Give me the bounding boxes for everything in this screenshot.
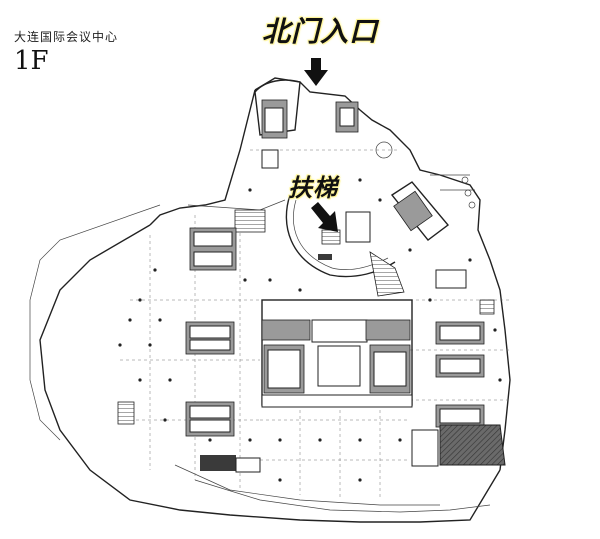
southeast-block [200,424,506,473]
north-entrance-pavilion [254,79,393,169]
east-cores [435,299,495,428]
escalator-hall [234,194,405,297]
arrow-down-icon [304,58,328,86]
escalator-label: 扶梯 [288,174,338,202]
column-markers [118,178,502,482]
venue-name: 大连国际会议中心 [14,30,119,44]
north-entrance-label: 北门入口 [262,15,379,48]
building-outline [29,77,511,523]
arrow-down-right-icon [311,202,338,232]
floor-label: 1F [14,46,49,76]
central-hall [261,299,413,408]
east-wing [390,174,476,289]
west-cores [117,227,237,437]
